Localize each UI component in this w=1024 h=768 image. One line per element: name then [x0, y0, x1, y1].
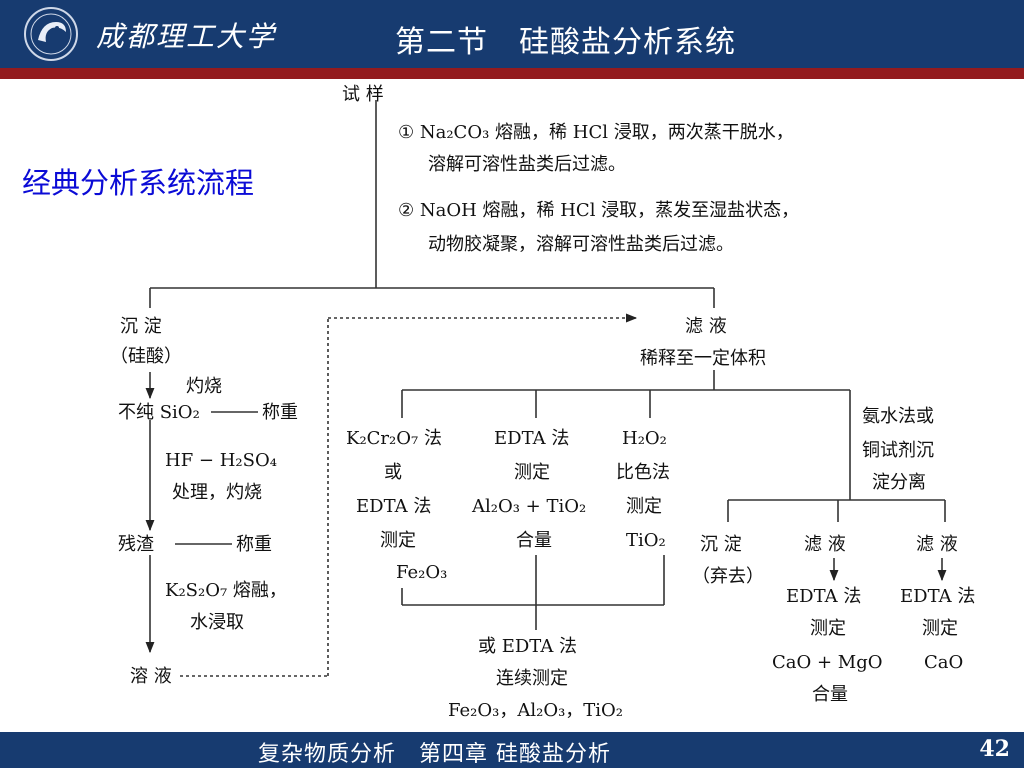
f1-method-label-3: CaO + MgO [772, 652, 883, 673]
method1-label-5: Fe₂O₃ [396, 562, 447, 583]
method1-label-2: 或 [384, 462, 402, 483]
step2-text: ② NaOH 熔融，稀 HCl 浸取，蒸发至湿盐状态， [398, 200, 799, 221]
step1-text-2: 溶解可溶性盐类后过滤。 [428, 154, 626, 175]
combined-label-3: Fe₂O₃，Al₂O₃，TiO₂ [448, 700, 623, 721]
slide-title: 第二节 硅酸盐分析系统 [395, 25, 736, 60]
method4-label: 氨水法或 [862, 406, 934, 427]
discard-label: 沉 淀 [700, 534, 742, 555]
method2-label-4: 合量 [516, 530, 552, 551]
method1-label-3: EDTA 法 [356, 496, 431, 517]
method2-label: EDTA 法 [494, 428, 569, 449]
weigh-label-1: 称重 [262, 402, 298, 423]
hf-treatment-label: HF − H₂SO₄ [165, 450, 277, 471]
method1-label-4: 测定 [380, 530, 416, 551]
f2-method-label-3: CaO [924, 652, 963, 673]
filtrate-label: 滤 液 [685, 316, 727, 337]
page-number: 42 [979, 736, 1010, 762]
filtrate-ca-label: 滤 液 [916, 534, 958, 555]
footer-bar: 复杂物质分析 第四章 硅酸盐分析 42 [0, 732, 1024, 768]
f2-method-label: EDTA 法 [900, 586, 975, 607]
impure-sio2-label: 不纯 SiO₂ [118, 402, 200, 423]
method3-label-2: 比色法 [616, 462, 670, 483]
method4-label-2: 铜试剂沉 [862, 440, 934, 461]
combined-label-2: 连续测定 [496, 668, 568, 689]
footer-course-text: 复杂物质分析 第四章 硅酸盐分析 [258, 742, 611, 767]
f2-method-label-2: 测定 [922, 618, 958, 639]
step2-text-2: 动物胶凝聚，溶解可溶性盐类后过滤。 [428, 234, 734, 255]
step1-text: ① Na₂CO₃ 熔融，稀 HCl 浸取，两次蒸干脱水， [398, 122, 794, 143]
method3-label-4: TiO₂ [626, 530, 666, 551]
residue-label: 残渣 [118, 534, 154, 555]
solution-label: 溶 液 [130, 666, 172, 687]
f1-method-label: EDTA 法 [786, 586, 861, 607]
precipitate-label: 沉 淀 [120, 316, 162, 337]
method1-label: K₂Cr₂O₇ 法 [346, 428, 442, 449]
f1-method-label-4: 合量 [812, 684, 848, 705]
header-accent-stripe [0, 68, 1024, 79]
method2-label-3: Al₂O₃ + TiO₂ [471, 496, 586, 517]
ignite-label: 灼烧 [186, 376, 222, 397]
university-logo-icon [22, 6, 80, 66]
hf-treatment-label-2: 处理，灼烧 [172, 482, 262, 503]
f1-method-label-2: 测定 [810, 618, 846, 639]
dilute-label: 稀释至一定体积 [640, 348, 766, 369]
k2s2o7-label-2: 水浸取 [190, 612, 244, 633]
side-label: 经典分析系统流程 [22, 166, 255, 200]
method3-label-3: 测定 [626, 496, 662, 517]
discard-label-2: （弃去） [692, 566, 764, 587]
method2-label-2: 测定 [514, 462, 550, 483]
university-name: 成都理工大学 [96, 20, 277, 53]
method3-label: H₂O₂ [622, 428, 667, 449]
filtrate-ca-mg-label: 滤 液 [804, 534, 846, 555]
k2s2o7-label: K₂S₂O₇ 熔融， [165, 580, 287, 601]
weigh-label-2: 称重 [236, 534, 272, 555]
header-bar: 成都理工大学 第二节 硅酸盐分析系统 [0, 0, 1024, 68]
sample-label: 试 样 [342, 84, 384, 105]
silicic-acid-label: （硅酸） [110, 346, 182, 367]
combined-label: 或 EDTA 法 [478, 636, 577, 657]
method4-label-3: 淀分离 [872, 472, 926, 493]
